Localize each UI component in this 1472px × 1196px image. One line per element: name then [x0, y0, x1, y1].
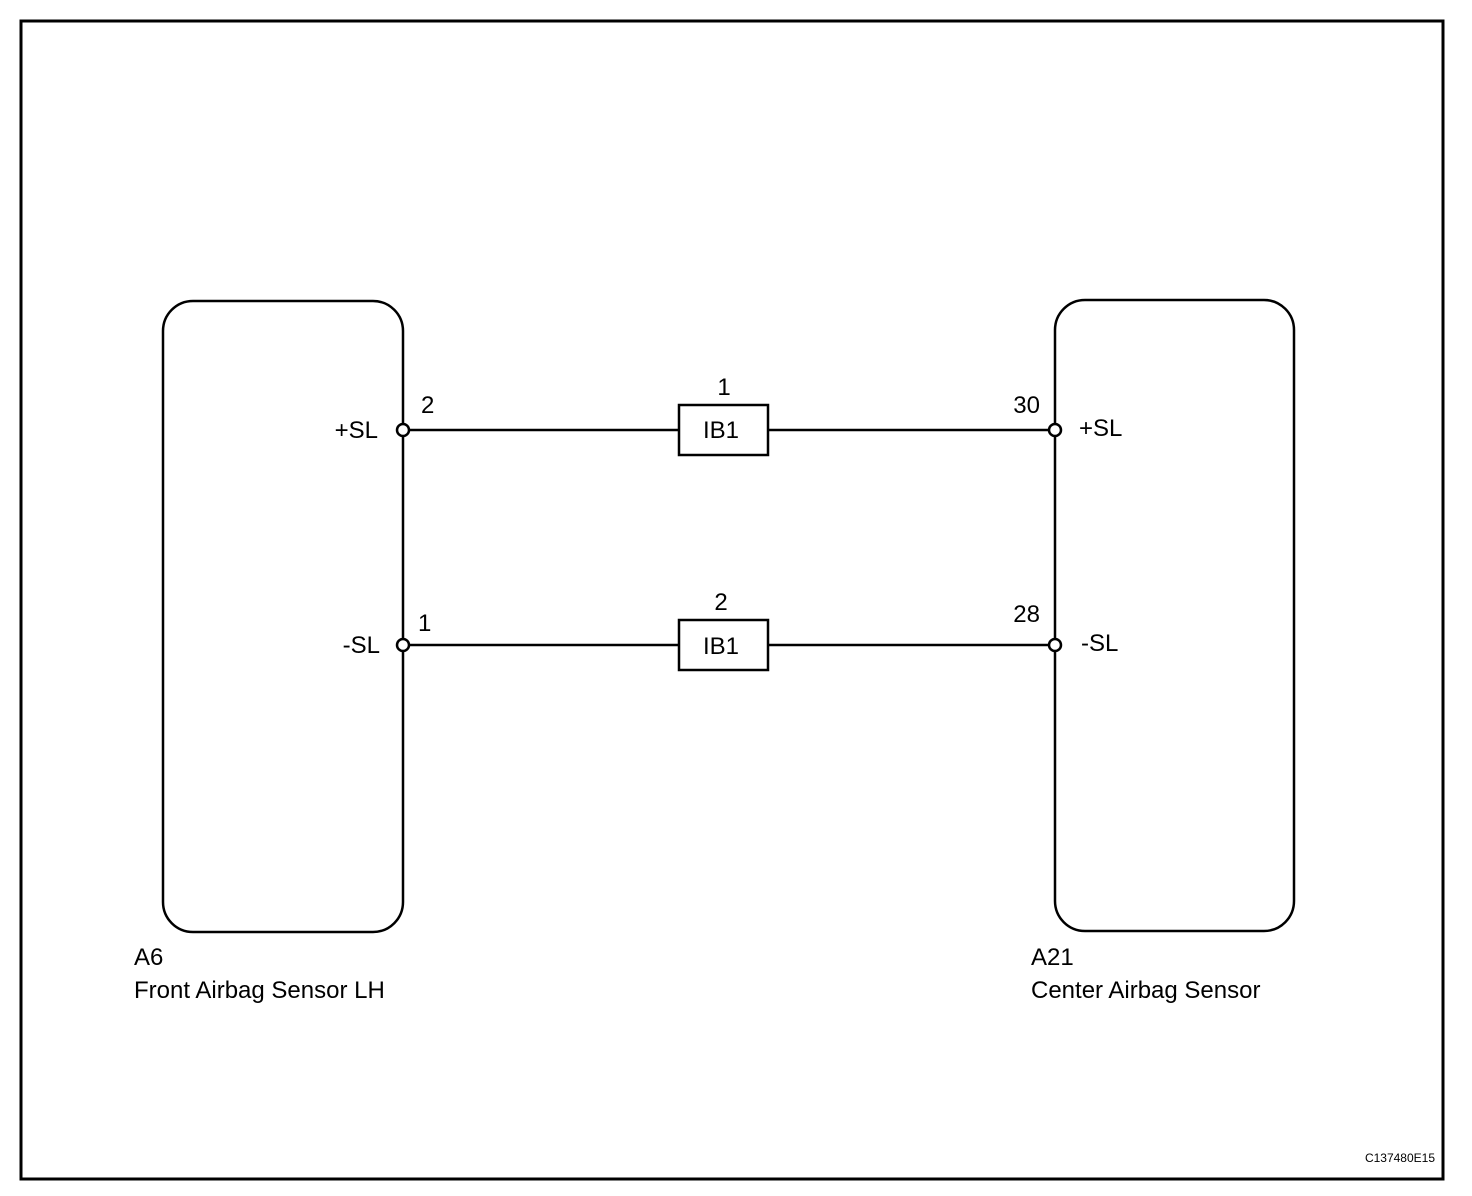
front-airbag-sensor-lh-body — [161, 299, 405, 934]
a6-code: A6 — [134, 944, 163, 971]
a6-minus-sl-signal: -SL — [343, 632, 380, 659]
diagram-frame — [19, 19, 1445, 1181]
a6-name: Front Airbag Sensor LH — [134, 977, 385, 1004]
connector-ib1-pin2-box — [677, 618, 770, 672]
connector-ib1-pin1-box — [677, 403, 770, 457]
a21-minus-sl-signal: -SL — [1081, 630, 1118, 657]
figure-id: C137480E15 — [1365, 1151, 1435, 1165]
connector-ib1-pin2-name: IB1 — [703, 633, 739, 660]
connector-ib1-pin1-name: IB1 — [703, 417, 739, 444]
a21-code: A21 — [1031, 944, 1074, 971]
center-airbag-sensor-body — [1053, 298, 1296, 933]
pin-a6-minus-sl — [395, 637, 411, 653]
pin-a21-plus-sl — [1047, 422, 1063, 438]
connector-ib1-pin2-number: 2 — [714, 589, 727, 616]
a21-plus-sl-pin: 30 — [1013, 392, 1040, 419]
pin-a21-minus-sl — [1047, 637, 1063, 653]
a6-plus-sl-pin: 2 — [421, 392, 434, 419]
pin-a6-plus-sl — [395, 422, 411, 438]
a21-plus-sl-signal: +SL — [1079, 415, 1122, 442]
connector-ib1-pin1-number: 1 — [717, 374, 730, 401]
a21-name: Center Airbag Sensor — [1031, 977, 1260, 1004]
a6-plus-sl-signal: +SL — [335, 417, 378, 444]
a6-minus-sl-pin: 1 — [418, 610, 431, 637]
a21-minus-sl-pin: 28 — [1013, 601, 1040, 628]
